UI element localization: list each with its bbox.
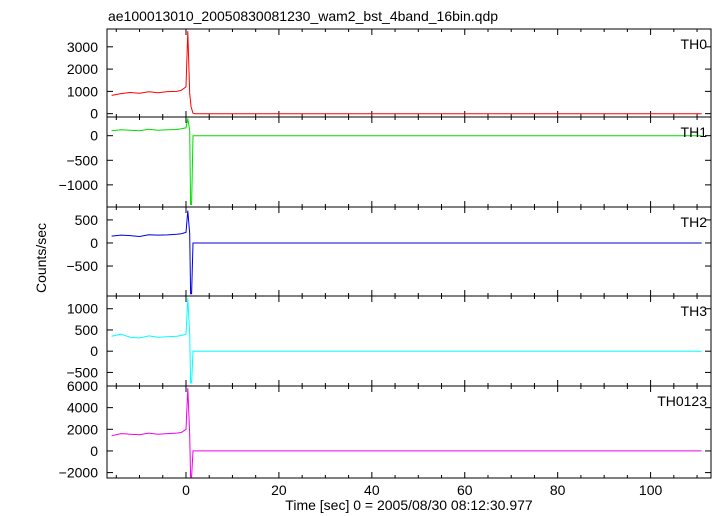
- x-axis-label: Time [sec] 0 = 2005/08/30 08:12:30.977: [285, 497, 533, 513]
- panel-frame: [106, 116, 712, 208]
- y-tick-label: 2000: [67, 61, 98, 77]
- panel-label-th0123: TH0123: [657, 393, 707, 409]
- panel-frame: [106, 295, 712, 387]
- y-tick-label: 0: [90, 128, 98, 144]
- y-tick-label: −500: [66, 258, 98, 274]
- x-tick-label: 0: [182, 482, 190, 498]
- panel-label-th0: TH0: [681, 36, 708, 52]
- y-tick-label: −500: [66, 152, 98, 168]
- x-tick-label: 20: [271, 482, 287, 498]
- y-tick-label: 2000: [67, 421, 98, 437]
- y-tick-label: 1000: [67, 83, 98, 99]
- x-tick-label: 40: [364, 482, 380, 498]
- series-line-th1: [111, 118, 702, 205]
- series-line-th0123: [111, 388, 702, 478]
- y-tick-label: 0: [90, 106, 98, 122]
- y-tick-label: −2000: [59, 465, 99, 481]
- y-tick-label: −500: [66, 364, 98, 380]
- y-tick-label: 0: [90, 443, 98, 459]
- y-tick-label: 500: [75, 322, 99, 338]
- y-tick-label: 6000: [67, 378, 98, 394]
- chart-title: ae100013010_20050830081230_wam2_bst_4ban…: [108, 8, 498, 24]
- x-tick-label: 100: [639, 482, 663, 498]
- y-tick-label: 4000: [67, 400, 98, 416]
- y-tick-label: 1000: [67, 301, 98, 317]
- panel-label-th1: TH1: [681, 124, 708, 140]
- series-line-th2: [111, 210, 702, 295]
- y-tick-label: 0: [90, 235, 98, 251]
- y-axis-label: Counts/sec: [33, 223, 49, 293]
- y-tick-label: 3000: [67, 39, 98, 55]
- y-tick-label: 0: [90, 343, 98, 359]
- panel-frame: [106, 385, 712, 479]
- series-line-th0: [111, 31, 702, 115]
- panel-frame: [106, 206, 712, 297]
- y-tick-label: −1000: [59, 177, 99, 193]
- series-line-th3: [111, 298, 702, 384]
- panel-frame: [106, 28, 712, 118]
- y-tick-label: 500: [75, 212, 99, 228]
- x-tick-label: 80: [550, 482, 566, 498]
- x-tick-label: 60: [457, 482, 473, 498]
- panel-label-th3: TH3: [681, 303, 708, 319]
- panel-label-th2: TH2: [681, 214, 708, 230]
